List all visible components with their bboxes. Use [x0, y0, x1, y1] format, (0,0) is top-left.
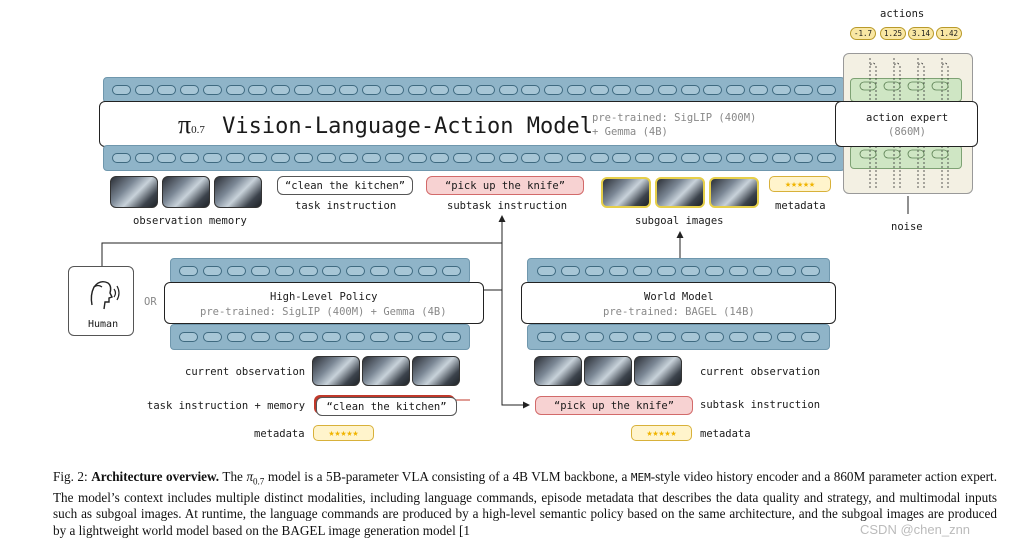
observation-memory-frame-1 — [110, 176, 158, 208]
hlp-task-chip: “clean the kitchen” — [316, 397, 457, 416]
wm-observation-2 — [584, 356, 632, 386]
vla-pretrained-line1: pre-trained: SigLIP (400M) — [592, 112, 757, 124]
actions-label: actions — [880, 8, 925, 20]
action-value-1: -1.7 — [850, 27, 876, 40]
caption-t1: The — [219, 469, 247, 484]
hlp-bottom-band — [170, 324, 470, 350]
action-expert-label: action expert — [866, 112, 949, 124]
hlp-metadata-stars: ★★★★★ — [313, 425, 374, 441]
noise-label: noise — [891, 221, 923, 233]
subgoal-image-2 — [655, 177, 705, 208]
task-instruction-label: task instruction — [295, 200, 397, 212]
subgoal-image-3 — [709, 177, 759, 208]
observation-memory-frame-2 — [162, 176, 210, 208]
figure-caption: Fig. 2: Architecture overview. The π0.7 … — [53, 469, 997, 539]
subgoal-images-label: subgoal images — [635, 215, 724, 227]
action-expert-box: action expert (860M) — [835, 101, 978, 147]
action-expert-size: (860M) — [888, 126, 926, 138]
wm-title: World Model — [644, 291, 714, 303]
caption-mem: MEM — [630, 471, 651, 484]
action-expert-flows — [859, 58, 949, 188]
human-icon — [90, 280, 120, 310]
caption-fig: Fig. 2: — [53, 469, 92, 484]
wm-observation-3 — [634, 356, 682, 386]
wm-top-band — [527, 258, 830, 284]
hlp-top-band — [170, 258, 470, 284]
wm-current-observation-label: current observation — [700, 366, 821, 378]
hlp-observation-2 — [362, 356, 410, 386]
vla-title: π0.7 Vision-Language-Action Model — [178, 110, 594, 139]
subtask-instruction-label: subtask instruction — [447, 200, 568, 212]
vla-model-box: π0.7 Vision-Language-Action Model pre-tr… — [99, 101, 854, 147]
observation-memory-frame-3 — [214, 176, 262, 208]
wm-observation-1 — [534, 356, 582, 386]
wm-pretrained: pre-trained: BAGEL (14B) — [603, 306, 755, 318]
caption-bold: Architecture overview. — [91, 469, 220, 484]
caption-t3: -style video history encoder and a 860M … — [53, 469, 997, 538]
hlp-observation-1 — [312, 356, 360, 386]
metadata-label: metadata — [775, 200, 826, 212]
backbone-top-band — [103, 77, 845, 103]
wm-subtask-chip: “pick up the knife” — [535, 396, 693, 415]
wm-metadata-label: metadata — [700, 428, 751, 440]
hlp-current-observation-label: current observation — [185, 366, 306, 378]
action-value-2: 1.25 — [880, 27, 906, 40]
human-to-task-line — [101, 242, 502, 268]
wm-subtask-label: subtask instruction — [700, 399, 821, 411]
human-label: Human — [88, 319, 119, 330]
task-instruction-chip: “clean the kitchen” — [277, 176, 413, 195]
hlp-box: High-Level Policy pre-trained: SigLIP (4… — [164, 282, 484, 324]
caption-t2: model is a 5B-parameter VLA consisting o… — [264, 469, 631, 484]
metadata-stars: ★★★★★ — [769, 176, 831, 192]
human-box: Human — [68, 266, 134, 336]
caption-pi-sub: 0.7 — [253, 476, 265, 487]
wm-bottom-band — [527, 324, 830, 350]
wm-metadata-stars: ★★★★★ — [631, 425, 692, 441]
hlp-metadata-label: metadata — [254, 428, 305, 440]
hlp-to-wm-arrow — [501, 290, 530, 409]
action-value-3: 3.14 — [908, 27, 934, 40]
subgoal-image-1 — [601, 177, 651, 208]
observation-memory-label: observation memory — [133, 215, 247, 227]
hlp-observation-3 — [412, 356, 460, 386]
hlp-pretrained: pre-trained: SigLIP (400M) + Gemma (4B) — [200, 306, 447, 318]
vla-pretrained-line2: + Gemma (4B) — [592, 126, 668, 138]
backbone-bottom-band — [103, 145, 845, 171]
subtask-instruction-chip: “pick up the knife” — [426, 176, 584, 195]
wm-box: World Model pre-trained: BAGEL (14B) — [521, 282, 836, 324]
caption-pi: π — [246, 469, 254, 484]
or-label: OR — [144, 296, 157, 308]
watermark: CSDN @chen_znn — [860, 522, 971, 537]
action-value-4: 1.42 — [936, 27, 962, 40]
hlp-task-memory-label: task instruction + memory — [147, 400, 306, 412]
hlp-title: High-Level Policy — [270, 291, 378, 303]
